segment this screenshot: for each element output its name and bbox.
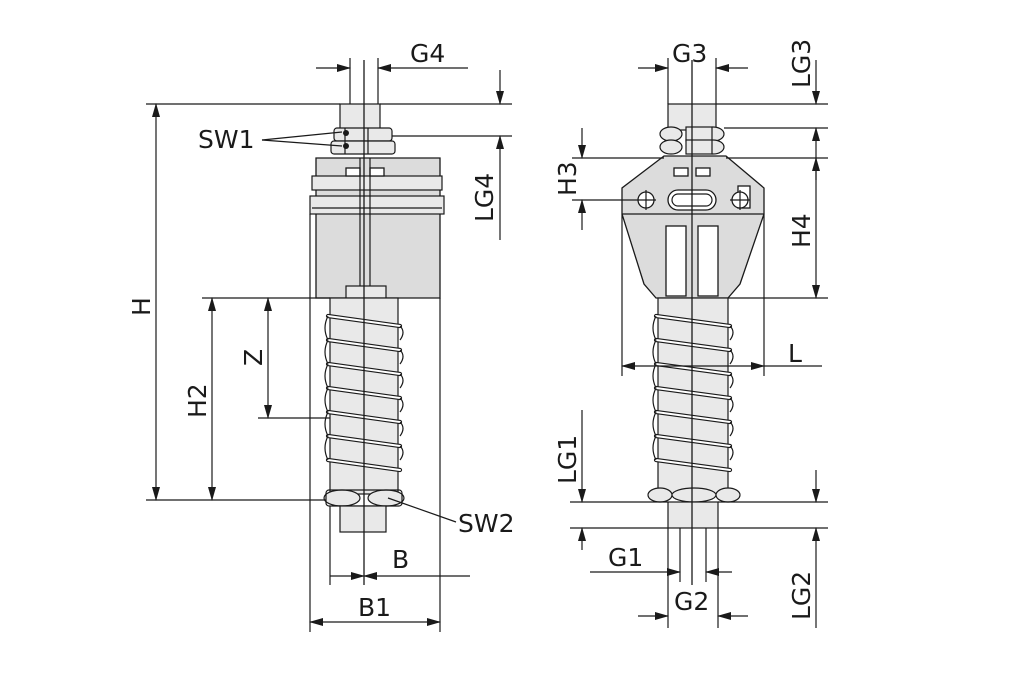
bottom-thread [339,505,387,533]
label-g3: G3 [672,39,707,68]
left-dimensions [146,58,512,632]
label-lg3: LG3 [787,39,816,88]
label-b: B [392,545,409,574]
label-lg1: LG1 [553,435,582,484]
label-b1: B1 [358,593,391,622]
label-lg2: LG2 [787,571,816,620]
top-thread-g4 [339,103,381,131]
nut-sw1 [330,127,396,155]
label-h4: H4 [787,213,816,248]
label-sw1: SW1 [198,125,255,154]
label-z: Z [239,349,268,366]
label-g2: G2 [674,587,709,616]
label-lg4: LG4 [470,173,499,222]
label-sw2: SW2 [458,509,515,538]
label-h2: H2 [183,383,212,418]
spring-right [652,313,734,473]
label-g1: G1 [608,543,643,572]
label-h: H [127,297,156,316]
side-view [309,60,445,585]
label-h3: H3 [553,161,582,196]
housing [309,157,445,299]
nut-bottom-front [647,487,741,503]
label-l: L [788,339,802,368]
bottom-thread-front [667,501,719,529]
right-dimensions [570,58,828,628]
front-view [621,60,765,585]
label-g4: G4 [410,39,445,68]
housing-front [621,155,765,299]
